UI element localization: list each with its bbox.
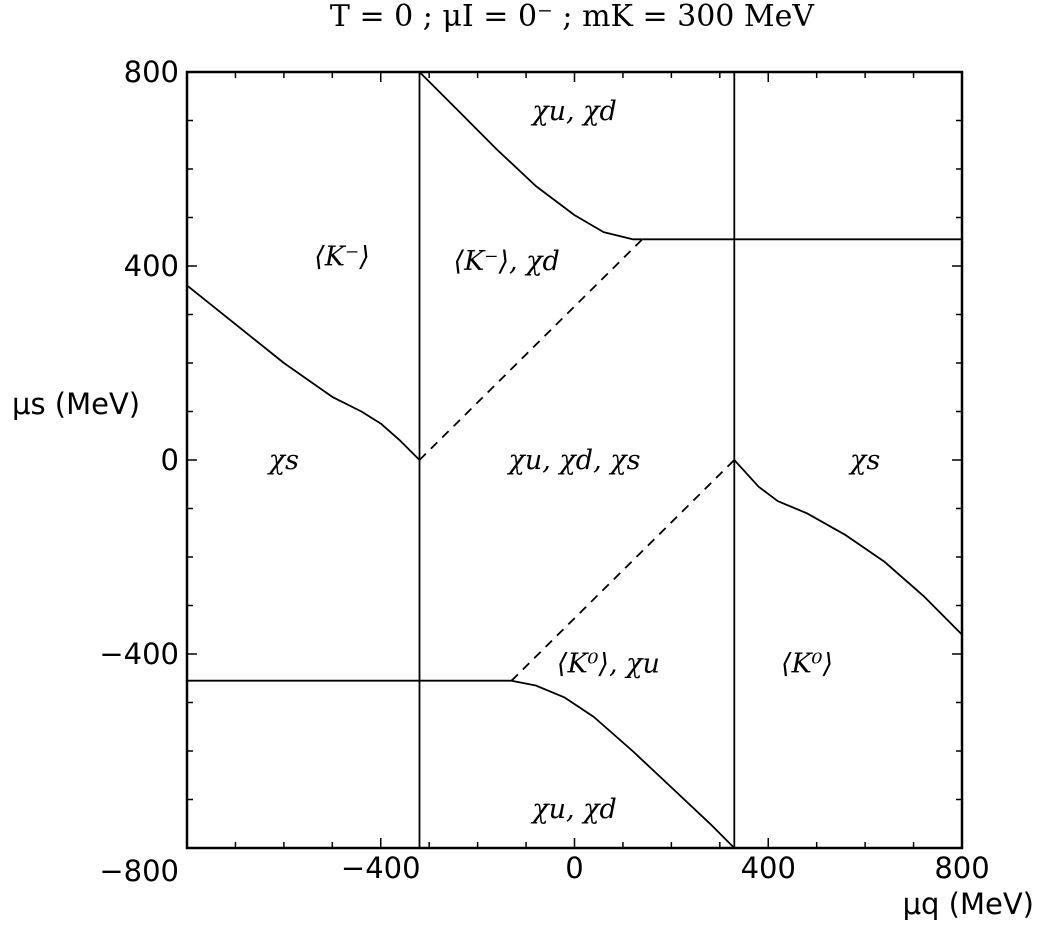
region-k-minus-chi-d: ⟨K⁻⟩, χd	[454, 246, 560, 277]
chart-title: T = 0 ; μI = 0⁻ ; mK = 300 MeV	[330, 0, 815, 34]
axis-tick-labels: −400 0 400 800 −800 −400 0 400 800	[99, 55, 989, 888]
plot-frame	[185, 70, 964, 850]
x-tick-label: 800	[934, 851, 989, 885]
region-chi-s-right: χs	[848, 445, 880, 476]
region-chi-u-chi-d-chi-s: χu, χd, χs	[507, 445, 641, 476]
curve-lower-chi-u-chi-d-boundary	[511, 679, 735, 849]
curve-left-chi-s-boundary	[186, 284, 421, 461]
curve-upper-chi-u-chi-d-boundary	[418, 71, 643, 241]
region-k0: ⟨K⁰⟩	[781, 649, 833, 680]
y-tick-label: −800	[99, 854, 179, 888]
x-axis-label: μq (MeV)	[903, 887, 1034, 921]
region-labels: χu, χd ⟨K⁻⟩ ⟨K⁻⟩, χd χs χu, χd, χs χs ⟨K⁰⟩, χu…	[267, 96, 880, 825]
region-k-minus: ⟨K⁻⟩	[314, 241, 370, 272]
curve-lower-dashed	[510, 459, 735, 682]
region-chi-u-chi-d-bottom: χu, χd	[530, 794, 617, 825]
curve-upper-dashed	[418, 238, 643, 461]
curve-right-chi-s-boundary	[733, 459, 963, 636]
x-tick-label: 0	[565, 851, 583, 885]
region-chi-s-left: χs	[267, 445, 299, 476]
y-tick-label: 0	[161, 443, 179, 477]
x-tick-label: 400	[741, 851, 796, 885]
x-tick-label: −400	[341, 851, 421, 885]
y-tick-label: 400	[124, 249, 179, 283]
region-chi-u-chi-d-top: χu, χd	[530, 96, 617, 127]
y-tick-label: 800	[124, 55, 179, 89]
y-tick-label: −400	[99, 637, 179, 671]
phase-boundaries	[186, 71, 963, 849]
y-axis-label: μs (MeV)	[12, 387, 140, 421]
region-k0-chi-u: ⟨K⁰⟩, χu	[557, 649, 660, 680]
